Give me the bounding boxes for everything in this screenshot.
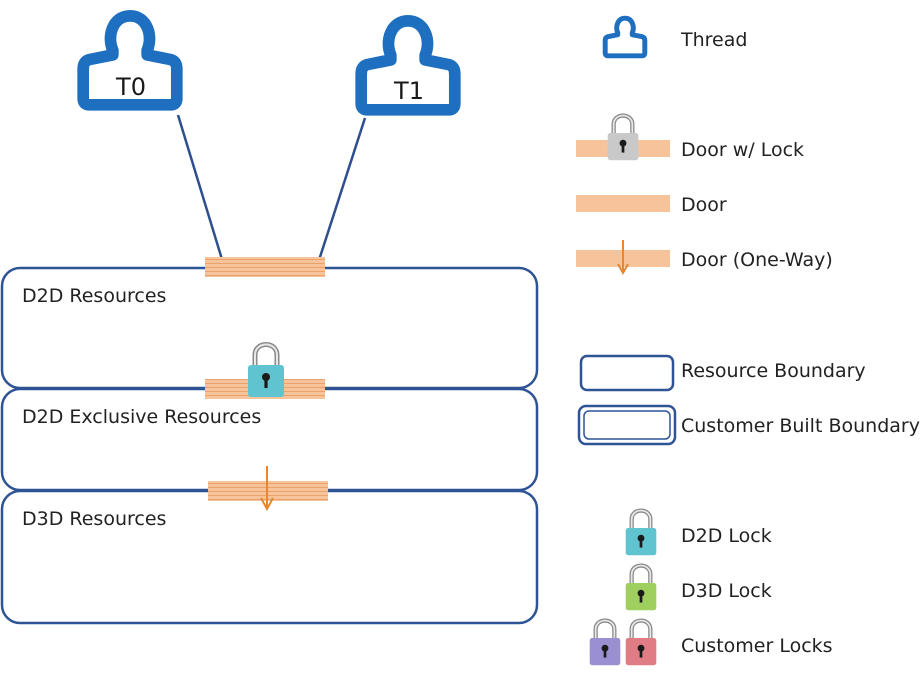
legend-door-one-way-label: Door (One-Way): [681, 249, 833, 271]
legend-d2d-lock-icon: [626, 511, 657, 556]
legend-one-way-arrow-icon: [617, 240, 629, 276]
one-way-arrow-icon: [260, 466, 274, 512]
legend-customer-boundary-inner: [583, 410, 671, 440]
legend-thread-icon: [605, 18, 645, 56]
door-top: [205, 257, 325, 277]
legend-door: [576, 195, 670, 212]
legend-resource-boundary: [579, 354, 675, 392]
legend-grey-lock-icon: [608, 116, 639, 161]
legend-d3d-lock-icon: [626, 566, 657, 611]
legend-customer-lock-red-icon: [626, 621, 657, 666]
thread-t0-label: T0: [116, 73, 146, 101]
d2d-exclusive-boundary: [0, 387, 539, 492]
region-d2d-exclusive-label: D2D Exclusive Resources: [22, 406, 262, 428]
legend-thread-label: Thread: [681, 29, 748, 51]
region-d3d-resources-label: D3D Resources: [22, 508, 167, 530]
legend-door-label: Door: [681, 194, 727, 216]
thread-t1-label: T1: [394, 77, 424, 105]
legend-d3d-lock-label: D3D Lock: [681, 580, 772, 602]
legend-resource-boundary-label: Resource Boundary: [681, 360, 866, 382]
legend-d2d-lock-label: D2D Lock: [681, 525, 772, 547]
legend-customer-lock-purple-icon: [590, 621, 621, 666]
legend-door-with-lock-label: Door w/ Lock: [681, 139, 805, 161]
legend-customer-locks-label: Customer Locks: [681, 635, 833, 657]
region-d2d-resources-label: D2D Resources: [22, 285, 167, 307]
legend-customer-boundary-label: Customer Built Boundary: [681, 415, 920, 437]
